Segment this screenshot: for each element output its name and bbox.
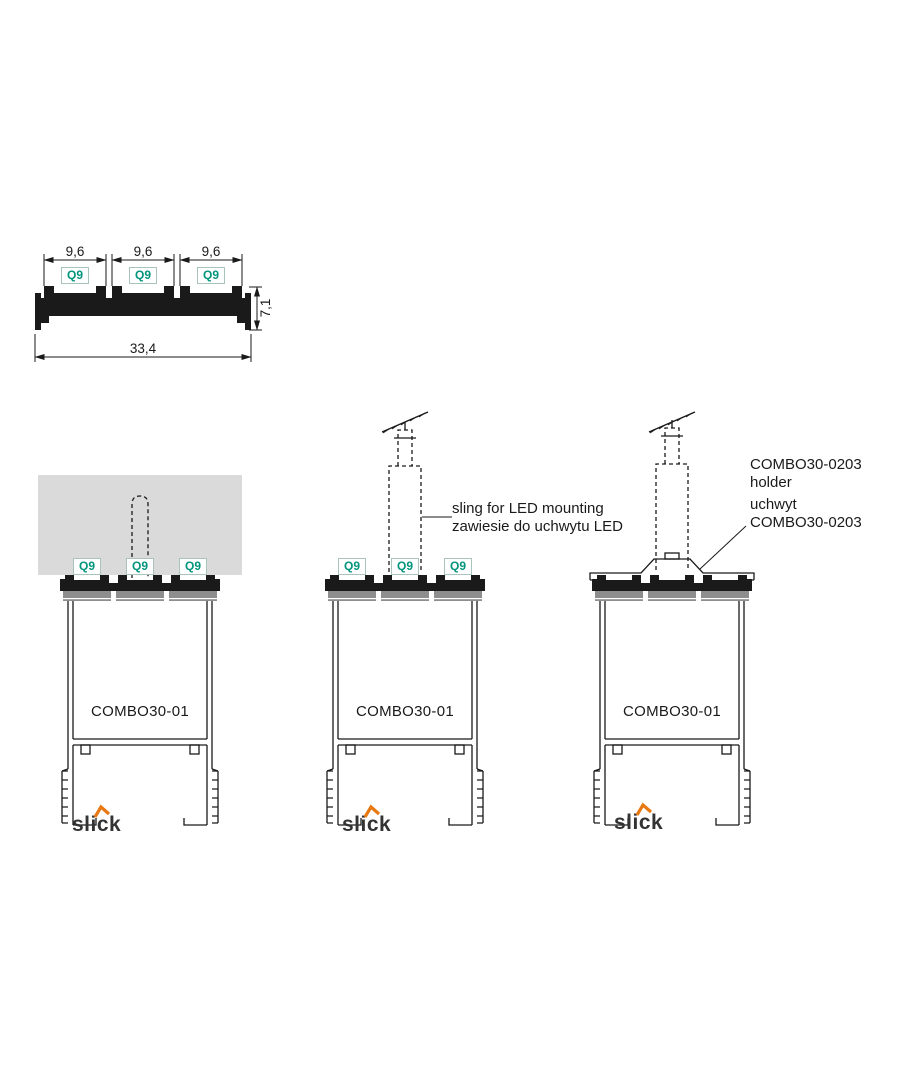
- dimension-drawing: 9,6 9,6 9,6 7,1 33,4: [34, 244, 273, 362]
- profile-top-strip: [325, 575, 485, 591]
- foot-notch-right: [237, 323, 245, 330]
- mounting-screw-dashed: [131, 495, 149, 578]
- holder-note-line: COMBO30-0203: [750, 456, 862, 473]
- dim-label-96-1: 9,6: [66, 244, 85, 259]
- q9-slot-label: Q9: [338, 558, 366, 575]
- dim-label-height: 7,1: [258, 299, 273, 318]
- sling-dashed: [388, 421, 422, 573]
- leader-line: [699, 525, 747, 570]
- slick-logo-text: slick: [342, 813, 392, 836]
- slick-logo-arrow-icon: [635, 802, 653, 816]
- profile-name-label: COMBO30-01: [622, 703, 722, 720]
- profile-view-sling-mount: [325, 411, 485, 826]
- slick-logo-arrow-icon: [93, 804, 111, 818]
- profile-name-label: COMBO30-01: [90, 703, 190, 720]
- profile-diffuser: [63, 591, 217, 601]
- slick-logo: slick: [342, 804, 412, 845]
- holder-note-line: uchwyt: [750, 496, 797, 513]
- sling-note-en: sling for LED mounting: [452, 500, 604, 517]
- profile-name-label: COMBO30-01: [355, 703, 455, 720]
- profile-view-surface-mount: [38, 475, 242, 826]
- profile-diffuser: [328, 591, 482, 601]
- profile-cross-section: [35, 286, 251, 330]
- q9-slot-label: Q9: [129, 267, 157, 284]
- sling-note-pl: zawiesie do uchwytu LED: [452, 518, 623, 535]
- q9-slot-label: Q9: [126, 558, 154, 575]
- slick-logo: slick: [614, 802, 684, 843]
- dim-label-96-3: 9,6: [202, 244, 221, 259]
- dim-label-width: 33,4: [130, 341, 157, 356]
- profile-diffuser: [595, 591, 749, 601]
- profile-top-strip: [60, 575, 220, 591]
- profile-top-strip: [592, 575, 752, 591]
- sling-dashed: [655, 419, 689, 571]
- q9-slot-label: Q9: [73, 558, 101, 575]
- q9-slot-label: Q9: [197, 267, 225, 284]
- q9-slot-label: Q9: [61, 267, 89, 284]
- dim-label-96-2: 9,6: [134, 244, 153, 259]
- holder-outline: [589, 552, 755, 581]
- slick-logo: slick: [72, 804, 142, 845]
- q9-slot-label: Q9: [391, 558, 419, 575]
- slick-logo-text: slick: [72, 813, 122, 836]
- slick-logo-text: slick: [614, 811, 664, 834]
- q9-slot-label: Q9: [179, 558, 207, 575]
- foot-notch-left: [41, 323, 49, 330]
- holder-note-line: holder: [750, 474, 792, 491]
- slick-logo-arrow-icon: [363, 804, 381, 818]
- holder-note-line: COMBO30-0203: [750, 514, 862, 531]
- q9-slot-label: Q9: [444, 558, 472, 575]
- profile-view-holder-mount: [589, 411, 755, 826]
